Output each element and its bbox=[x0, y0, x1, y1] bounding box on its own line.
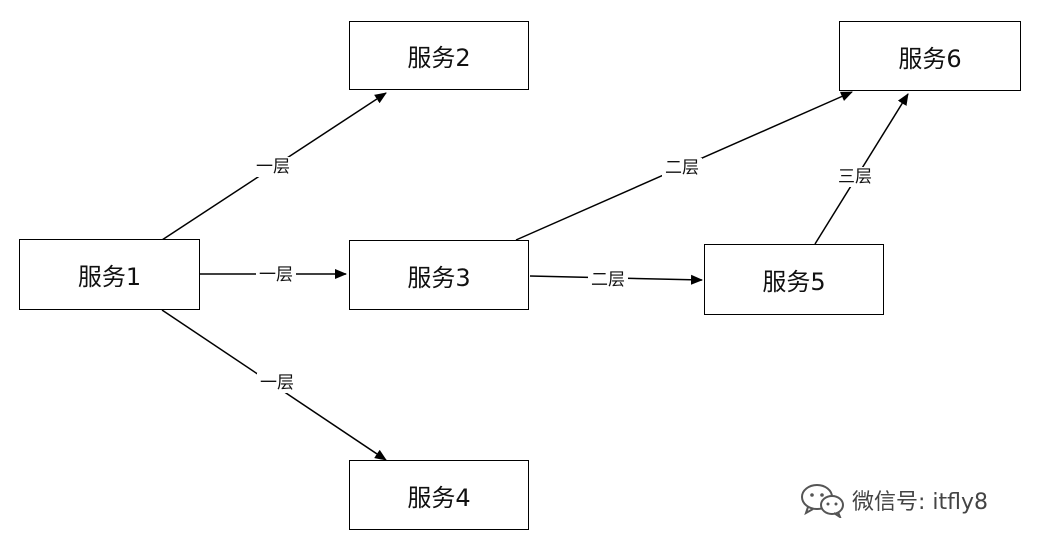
edge-label-s3-s5: 二层 bbox=[588, 270, 628, 290]
watermark: 微信号: itfly8 bbox=[800, 482, 988, 518]
node-service-1: 服务1 bbox=[19, 239, 200, 310]
edge-label-s1-s2: 一层 bbox=[253, 157, 293, 177]
node-service-5: 服务5 bbox=[704, 244, 884, 315]
node-service-2: 服务2 bbox=[349, 21, 529, 90]
edge-label-s5-s6: 三层 bbox=[835, 167, 875, 187]
node-service-6: 服务6 bbox=[839, 21, 1021, 91]
node-service-4: 服务4 bbox=[349, 460, 529, 530]
watermark-text: 微信号: itfly8 bbox=[852, 490, 989, 515]
wechat-icon bbox=[801, 484, 844, 518]
node-service-3: 服务3 bbox=[349, 240, 529, 310]
edge-label-s1-s4: 一层 bbox=[257, 373, 297, 393]
edge-label-s3-s6: 二层 bbox=[662, 158, 702, 178]
edge-label-s1-s3: 一层 bbox=[256, 265, 296, 285]
